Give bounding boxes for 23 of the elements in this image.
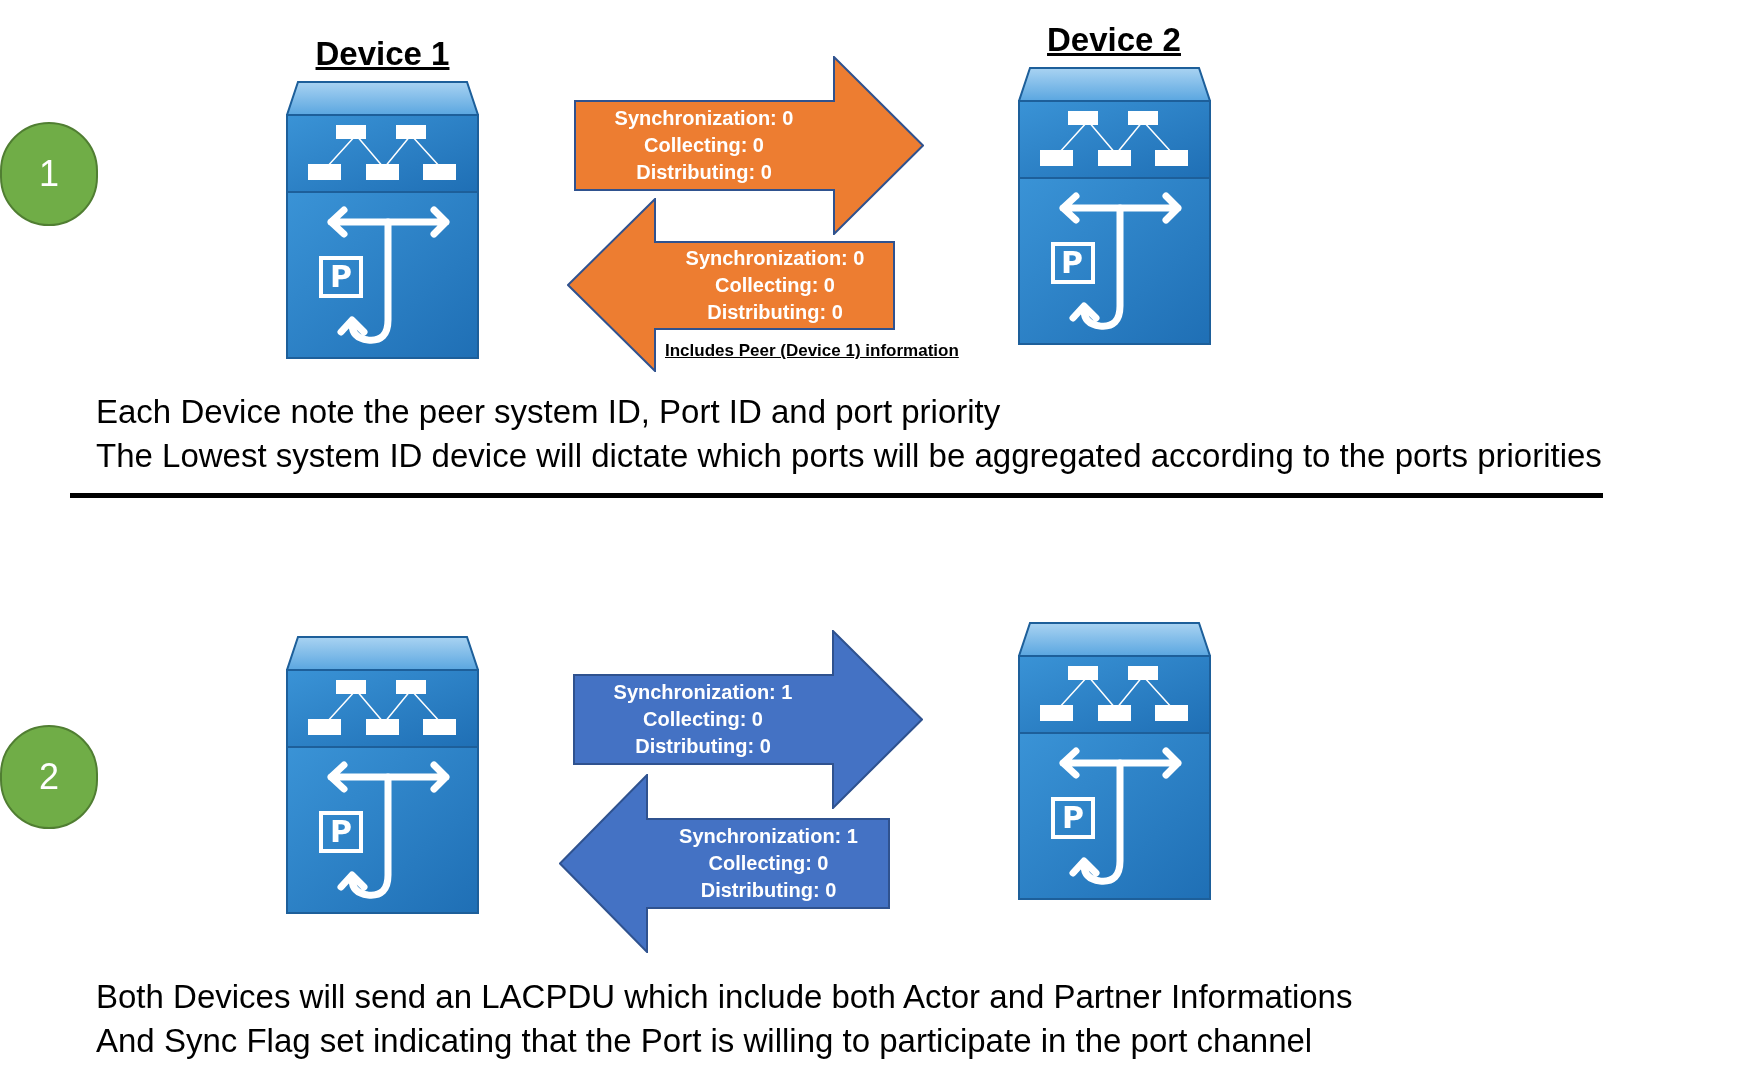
note-text: Includes Peer (Device 1) information <box>665 342 959 359</box>
flag-text: Collecting: 0 <box>708 851 829 876</box>
flag-text: Distributing: 0 <box>700 878 837 903</box>
device-title: Device 2 <box>1047 23 1181 56</box>
parking-letter: P <box>330 262 352 292</box>
parking-letter: P <box>1061 248 1083 278</box>
flag-text: Synchronization: 1 <box>613 680 793 705</box>
device-title: Device 1 <box>315 37 450 70</box>
description-text: And Sync Flag set indicating that the Port is willing to participate in the port channel <box>96 1024 1313 1057</box>
description-text: Each Device note the peer system ID, Port ID and port priority <box>96 395 1001 428</box>
parking-letter: P <box>330 817 352 847</box>
flag-text: Collecting: 0 <box>715 273 835 298</box>
flag-text: Collecting: 0 <box>644 133 764 158</box>
flag-text: Distributing: 0 <box>635 734 771 759</box>
flag-text: Synchronization: 1 <box>679 824 858 849</box>
flag-text: Distributing: 0 <box>636 160 772 185</box>
flag-text: Collecting: 0 <box>643 707 763 732</box>
parking-letter: P <box>1062 803 1084 833</box>
flag-text: Synchronization: 0 <box>614 106 794 131</box>
description-text: Both Devices will send an LACPDU which include both Actor and Partner Informations <box>96 980 1353 1013</box>
flag-text: Synchronization: 0 <box>685 246 865 271</box>
flag-text: Distributing: 0 <box>707 300 843 325</box>
description-text: The Lowest system ID device will dictate which ports will be aggregated according to the ports priorities <box>96 439 1602 472</box>
